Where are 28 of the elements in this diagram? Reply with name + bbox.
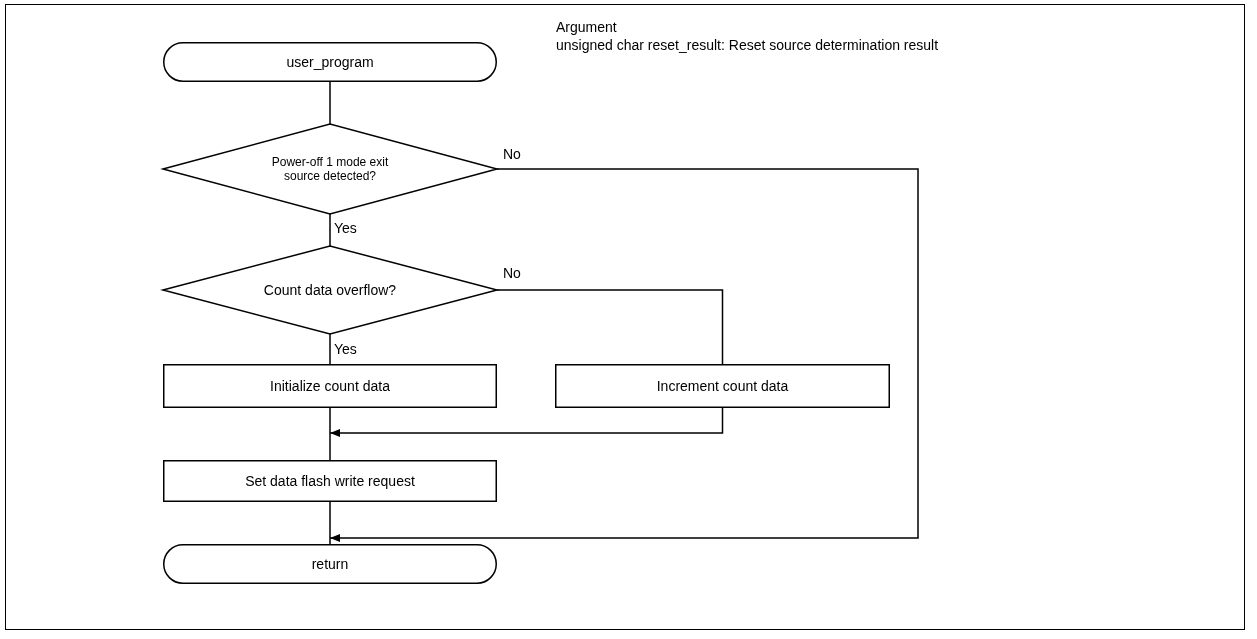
note-text: unsigned char reset_result: Reset source determination result <box>556 37 939 53</box>
edge-label: Yes <box>334 342 357 356</box>
edge-label: No <box>503 266 521 280</box>
edge-label: No <box>503 147 521 161</box>
terminal-shape <box>163 42 497 82</box>
connector-line <box>496 289 724 365</box>
arrow <box>329 407 724 437</box>
terminal-shape <box>163 544 497 584</box>
process-box <box>163 460 497 502</box>
node-text: Initialize count data <box>270 377 390 395</box>
edge-label: Yes <box>334 221 357 235</box>
connector-line <box>329 501 331 545</box>
node-text: Power-off 1 mode exit source detected? <box>270 154 390 184</box>
connector-line <box>329 407 331 461</box>
process-box <box>163 364 497 408</box>
process-box <box>555 364 890 408</box>
connector-line <box>329 333 331 365</box>
note-text: Argument <box>556 19 617 35</box>
node-text: Increment count data <box>656 377 789 395</box>
connector-line <box>329 213 331 247</box>
node-text: Count data overflow? <box>263 281 397 299</box>
connector-line <box>329 81 331 125</box>
node-text: return <box>311 555 349 573</box>
node-text: user_program <box>286 53 374 71</box>
decision-diamond <box>163 124 497 214</box>
arrow <box>329 168 919 542</box>
decision-diamond <box>163 246 497 334</box>
node-text: Set data flash write request <box>245 472 415 490</box>
